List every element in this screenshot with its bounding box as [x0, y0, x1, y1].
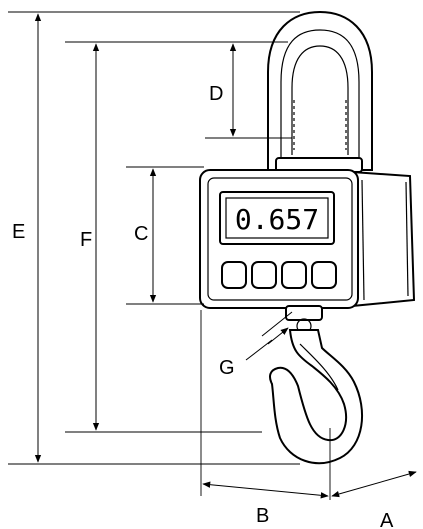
dimension-line-g	[245, 311, 293, 361]
label-b: B	[256, 505, 269, 527]
keypad-button-2[interactable]	[251, 261, 277, 289]
extension-lines	[8, 11, 331, 500]
keypad-button-1[interactable]	[221, 261, 247, 289]
lcd-window	[219, 191, 335, 245]
label-d: D	[209, 83, 223, 105]
label-g: G	[219, 357, 235, 379]
label-c: C	[134, 223, 148, 245]
crane-scale-device: 0.657	[199, 10, 416, 465]
top-shackle	[267, 10, 373, 173]
label-a: A	[380, 510, 394, 529]
scale-housing	[199, 169, 416, 309]
dimension-line-b	[202, 481, 329, 499]
bottom-hook	[269, 305, 364, 465]
keypad-button-4[interactable]	[311, 261, 337, 289]
label-f: F	[80, 229, 92, 251]
keypad-button-3[interactable]	[281, 261, 307, 289]
lcd-reading: 0.657	[235, 203, 319, 236]
label-e: E	[12, 221, 25, 243]
dimension-line-a	[331, 470, 417, 498]
